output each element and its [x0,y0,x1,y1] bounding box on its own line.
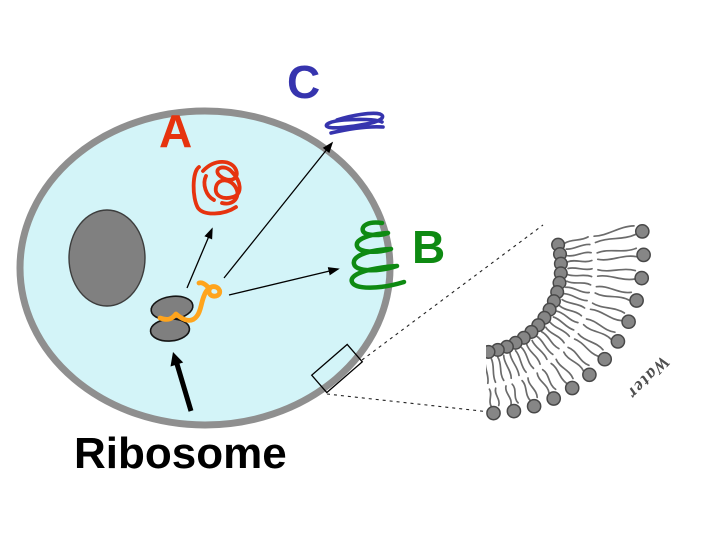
lipid-tail [486,357,497,385]
lipid-head [582,367,597,383]
arrow-to-a [186,227,213,289]
lipid-tail [566,251,593,263]
leaflet-gap-line [507,245,597,385]
arrow-to-b [228,267,340,296]
protein-c-sheet [324,111,385,135]
lipid-tail [562,346,590,372]
lipid-head [634,270,650,286]
lipid-tail [550,358,574,385]
lipid-tail [589,302,626,322]
label-a: A [159,105,192,157]
lipid-head [634,224,650,239]
lipid-tail [488,387,500,408]
lipid-head [564,380,580,396]
lipid-tail [596,247,638,261]
folding-arrows [186,141,340,296]
lipid-head [526,398,542,414]
lipid-tail [504,383,519,406]
protein-a-misfolded [191,159,242,216]
zoom-callout-line-top [361,224,544,361]
lipid-tail [564,280,592,294]
lipid-tail [555,304,583,324]
lipid-tail [536,368,557,395]
lipid-head [486,405,501,421]
zoom-callout-line-bottom [326,393,500,414]
lipid-tail [521,377,539,402]
lipid-head [486,344,496,359]
label-b: B [412,221,445,273]
protein-b-helix [349,220,407,290]
lipid-head [636,247,651,263]
lipid-tail [582,318,616,341]
lipid-head [546,391,562,406]
ribosome-label: Ribosome [74,429,287,478]
ribosome-pointer-arrow [170,352,194,412]
lipid-head [506,403,522,419]
lipid-tail [564,236,591,250]
membrane-bilayer-image: Water [486,224,674,421]
lipid-tail [549,316,575,338]
lipid-tail [540,326,565,350]
label-c: C [287,56,320,108]
lipid-tail [509,349,527,377]
lipid-head [629,293,644,308]
lipid-head [621,314,636,330]
ribosome [149,295,194,342]
nucleus [68,209,146,307]
lipid-tail [594,285,633,302]
lipid-tail [496,354,513,382]
membrane-zoom-box [310,343,364,394]
nascent-polypeptide [157,280,223,323]
lipid-tail [596,268,637,281]
lipid-head [597,351,613,367]
lipid-tail [593,225,637,244]
lipid-head [610,334,626,349]
arrow-to-c [223,141,334,279]
lipid-tail [573,332,604,358]
lipid-tail [566,267,593,278]
lipid-tail [520,343,541,370]
lipid-tail [561,292,588,309]
lipid-tail [531,335,554,361]
water-label: Water [622,352,674,405]
lipid-layers [486,224,651,421]
